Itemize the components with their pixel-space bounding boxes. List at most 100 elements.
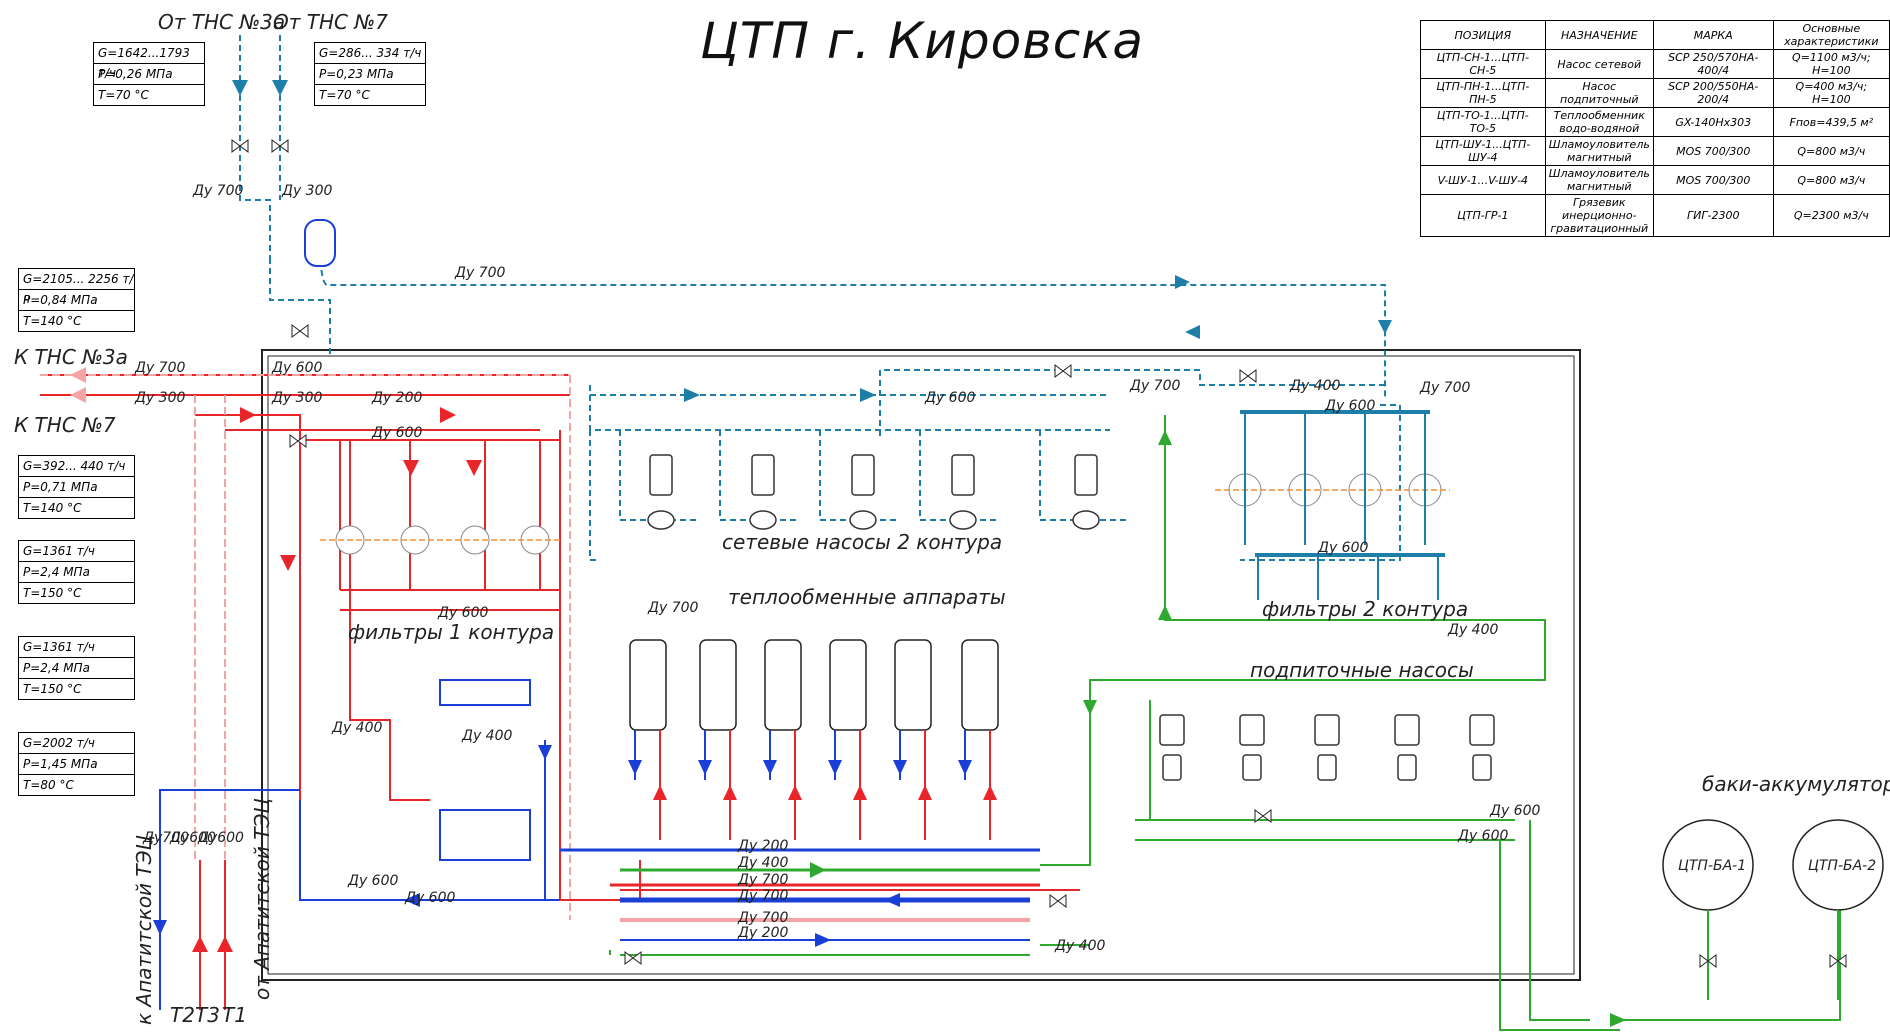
table-row: V-ШУ-1...V-ШУ-4 Шламоуловитель магнитный… — [1420, 165, 1890, 195]
cell: Q=1100 м3/ч; H=100 — [1772, 49, 1890, 79]
arrow-right-makeup-4 — [810, 862, 826, 878]
cell: ГИГ-2300 — [1652, 194, 1774, 237]
arrow-right-cold-bus — [815, 933, 831, 947]
arrow-right-makeup-5 — [1610, 1013, 1626, 1027]
cell: ЦТП-СН-1...ЦТП-СН-5 — [1420, 49, 1546, 79]
table-row: ЦТП-ПН-1...ЦТП-ПН-5 Насос подпиточный SC… — [1420, 78, 1890, 108]
param-line: P=0,23 МПа — [315, 64, 425, 85]
arrow-up-hot-1 — [217, 936, 233, 952]
label-t1: T1 — [222, 1003, 247, 1027]
table-row: ЦТП-ГР-1 Грязевик инерционно-гравитацион… — [1420, 194, 1890, 237]
arrow-down-cold-1 — [153, 920, 167, 935]
pipe-label: Ду 600 — [438, 605, 489, 621]
arrow-left-cold-2 — [404, 893, 420, 907]
pipe-label: Ду 600 — [1318, 540, 1369, 556]
building-outline — [261, 349, 1581, 981]
pipe-label: Ду 700 — [135, 360, 186, 376]
param-line: T=80 °C — [23, 778, 74, 792]
param-line: G=286... 334 т/ч — [315, 43, 425, 64]
source-label-tns7: От ТНС №7 — [273, 10, 388, 34]
source-label-tns3a: От ТНС №3а — [158, 10, 286, 34]
hot-mains-light — [40, 374, 571, 920]
param-box-tec-t1: G=2002 т/ч P=1,45 МПа T=80 °C — [18, 732, 135, 796]
pipe-label: Ду 200 — [738, 925, 789, 941]
cell: SCP 200/550HA-200/4 — [1652, 78, 1774, 108]
label-filters-2: фильтры 2 контура — [1262, 597, 1469, 621]
param-line: T=140 °C — [23, 314, 82, 328]
param-line: T=140 °C — [23, 501, 82, 515]
label-tanks: баки-аккумуляторы — [1702, 772, 1890, 796]
arrow-left-hot-2 — [70, 387, 86, 403]
pipe-label: Ду 400 — [1055, 938, 1106, 954]
arrow-left-cw-1 — [684, 388, 700, 402]
table-row: ЦТП-ТО-1...ЦТП-ТО-5 Теплообменник водо-в… — [1420, 107, 1890, 137]
pipe-label: Ду600 — [170, 830, 216, 846]
makeup-pumps — [1159, 714, 1495, 781]
valves — [231, 139, 1847, 968]
param-line: P=2,4 МПа — [19, 562, 134, 583]
pipe-label: Ду 300 — [272, 390, 323, 406]
page-title: ЦТП г. Кировска — [700, 12, 1145, 70]
cell: V-ШУ-1...V-ШУ-4 — [1420, 165, 1546, 195]
cold-lines — [159, 679, 560, 1010]
arrow-down-1 — [232, 80, 248, 96]
pipe-label: Ду 700 — [1130, 378, 1181, 394]
filters-circuit-2-main — [1240, 410, 1445, 557]
pipe-label: Ду 700 — [738, 888, 789, 904]
arrow-down-hot-3 — [466, 460, 482, 476]
pipe-label: Ду 700 — [193, 183, 244, 199]
cell: Шламоуловитель магнитный — [1544, 136, 1654, 166]
cell: Насос подпиточный — [1544, 78, 1654, 108]
arrow-left-cold-bus — [884, 893, 900, 907]
filters1-bottom — [340, 589, 561, 611]
param-line: P=0,71 МПа — [19, 477, 134, 498]
param-line: T=150 °C — [23, 682, 82, 696]
arrow-up-makeup-1 — [1158, 430, 1172, 445]
arrow-down-3 — [1378, 320, 1392, 334]
pipe-label: Ду 300 — [282, 183, 333, 199]
param-box-tns7-in: G=286... 334 т/ч P=0,23 МПа T=70 °C — [314, 42, 426, 106]
cell: Q=2300 м3/ч — [1772, 194, 1890, 237]
pipe-label: Ду 700 — [1420, 380, 1471, 396]
label-to-tec-text: к Апатитской ТЭЦ — [132, 834, 156, 1025]
equipment-table: ПОЗИЦИЯ НАЗНАЧЕНИЕ МАРКА Основные характ… — [1420, 20, 1890, 237]
label-tank-1: ЦТП-БА-1 — [1678, 858, 1747, 874]
arrow-down-2 — [272, 80, 288, 96]
cell: Шламоуловитель магнитный — [1544, 165, 1654, 195]
cell: Теплообменник водо-водяной — [1544, 107, 1654, 137]
pipe-label: Ду 700 — [738, 872, 789, 888]
label-net-pumps: сетевые насосы 2 контура — [722, 530, 1003, 554]
cell: ЦТП-ТО-1...ЦТП-ТО-5 — [1420, 107, 1546, 137]
arrow-right-1 — [1175, 275, 1190, 289]
cell: Грязевик инерционно-гравитационный — [1544, 194, 1654, 237]
pipe-label: Ду 400 — [1448, 622, 1499, 638]
pipe-label: Ду700 — [143, 830, 189, 846]
vessel-top — [304, 219, 336, 267]
param-box-tns3a-in: G=1642...1793 т/ч P=0,26 МПа T=70 °C — [93, 42, 205, 106]
hx-arrows-up — [653, 785, 997, 800]
label-heat-exchangers: теплообменные аппараты — [728, 585, 1006, 609]
param-line: T=70 °C — [98, 88, 149, 102]
bus-bars — [560, 848, 1040, 956]
arrow-down-makeup-3 — [1083, 700, 1097, 715]
arrow-up-hot-2 — [192, 936, 208, 952]
cell: GX-140Hx303 — [1652, 107, 1774, 137]
param-line: G=1361 т/ч — [19, 541, 134, 562]
param-line: T=70 °C — [319, 88, 370, 102]
param-line: P=0,84 МПа — [19, 290, 134, 311]
net-pumps — [647, 454, 1100, 530]
equipment-table-header: ПОЗИЦИЯ НАЗНАЧЕНИЕ МАРКА Основные характ… — [1420, 20, 1890, 50]
cell: Fпов=439,5 м² — [1772, 107, 1890, 137]
table-row: ЦТП-ШУ-1...ЦТП-ШУ-4 Шламоуловитель магни… — [1420, 136, 1890, 166]
pipe-label: Ду 600 — [1325, 398, 1376, 414]
param-box-tns7-out: G=392... 440 т/ч P=0,71 МПа T=140 °C — [18, 455, 135, 519]
cell: MOS 700/300 — [1652, 165, 1774, 195]
col-brand: МАРКА — [1652, 20, 1774, 50]
col-characteristics: Основные характеристики — [1772, 20, 1890, 50]
param-line: P=2,4 МПа — [19, 658, 134, 679]
param-line: P=0,26 МПа — [94, 64, 204, 85]
arrow-down-cold-3 — [538, 745, 552, 760]
pipe-label: Ду 400 — [462, 728, 513, 744]
pipe-label: Ду 200 — [738, 838, 789, 854]
arrow-up-makeup-2 — [1158, 605, 1172, 620]
